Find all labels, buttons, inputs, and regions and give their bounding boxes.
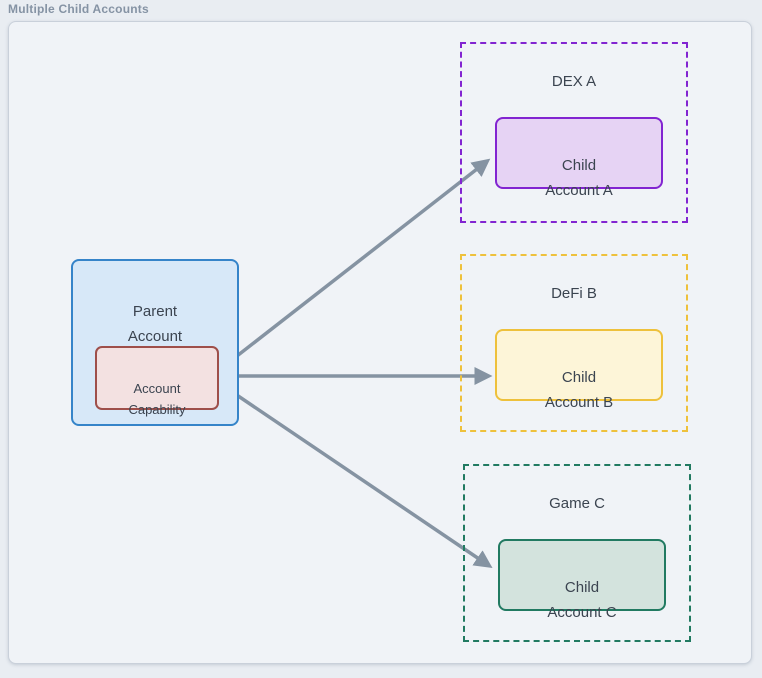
child-account-c-node: Child Account C: [498, 539, 666, 621]
diagram-title: Multiple Child Accounts: [8, 2, 149, 16]
account-capability-label: Account Capability: [128, 381, 186, 417]
group-defi-b: DeFi B Child Account B: [460, 254, 688, 432]
child-account-a-label: Child Account A: [545, 157, 613, 199]
arrow-to-child-c: [218, 381, 493, 569]
diagram-canvas: Parent Account Account Capability DEX A …: [8, 21, 752, 664]
group-dex-a-label: DEX A: [551, 73, 597, 90]
arrow-to-child-a: [217, 158, 491, 372]
account-capability-node: Account Capability: [95, 346, 219, 417]
child-account-b-node: Child Account B: [495, 329, 663, 411]
group-game-c: Game C Child Account C: [463, 464, 691, 642]
group-defi-b-label: DeFi B: [551, 285, 597, 302]
group-game-c-label: Game C: [549, 495, 605, 512]
child-account-a-node: Child Account A: [495, 117, 663, 199]
parent-account-label: Parent Account: [127, 303, 183, 345]
child-account-c-label: Child Account C: [547, 579, 617, 621]
child-account-b-label: Child Account B: [544, 369, 614, 411]
group-dex-a: DEX A Child Account A: [460, 42, 688, 223]
parent-account-node: Parent Account Account Capability: [71, 259, 239, 426]
